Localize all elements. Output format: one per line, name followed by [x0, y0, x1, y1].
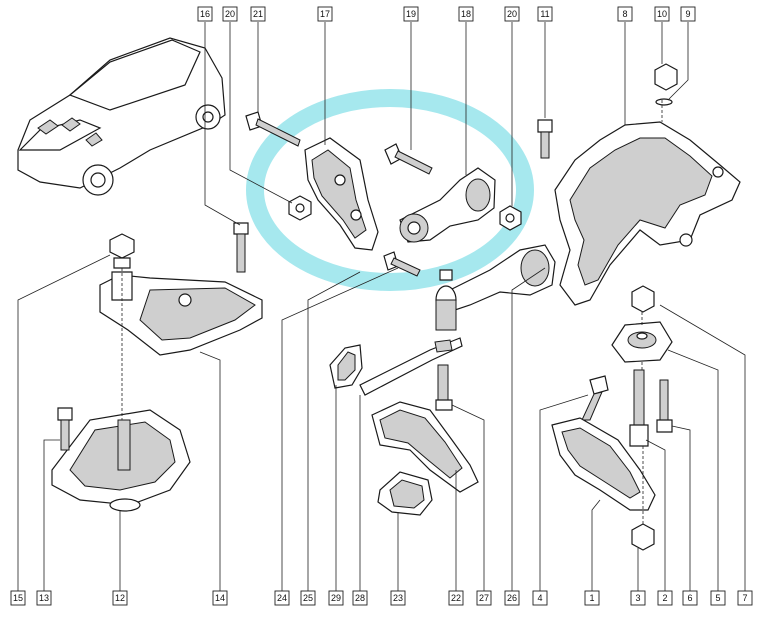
car-illustration: [17, 37, 226, 196]
callout-lbl-7: 7: [737, 590, 753, 606]
callout-lbl-4: 4: [532, 590, 548, 606]
part-16-bolt: [233, 222, 249, 273]
callout-lbl-11: 11: [537, 6, 553, 22]
part-19-bolt: [384, 143, 433, 175]
callout-lbl-20a: 20: [222, 6, 238, 22]
callout-lbl-20b: 20: [504, 6, 520, 22]
callout-number: 17: [320, 9, 330, 19]
callout-number: 4: [537, 593, 542, 603]
part-9-washer: [655, 98, 673, 106]
part-18-torque-rod: [399, 167, 496, 243]
part-7-nut: [631, 285, 655, 313]
part-20-nut-right: [499, 205, 522, 231]
callout-number: 25: [303, 593, 313, 603]
callout-number: 28: [355, 593, 365, 603]
callout-lbl-28: 28: [352, 590, 368, 606]
callout-number: 7: [742, 593, 747, 603]
part-12-lower-mount: [51, 409, 191, 512]
part-21-bolt: [245, 111, 301, 147]
callout-number: 19: [406, 9, 416, 19]
callout-number: 11: [540, 9, 549, 19]
highlight-ring: [246, 89, 534, 291]
part-13-bolt: [57, 407, 73, 451]
part-27-bolt: [435, 364, 453, 411]
callout-lbl-17: 17: [317, 6, 333, 22]
callout-lbl-13: 13: [36, 590, 52, 606]
callout-number: 5: [715, 593, 720, 603]
callout-lbl-19: 19: [403, 6, 419, 22]
callout-number: 3: [635, 593, 640, 603]
part-3-nut: [631, 523, 655, 551]
lower-bolt-24: [383, 251, 421, 277]
part-15-nut: [109, 233, 135, 269]
callout-number: 10: [657, 9, 667, 19]
callout-number: 14: [215, 593, 225, 603]
callout-lbl-15: 15: [10, 590, 26, 606]
callout-lbl-10: 10: [654, 6, 670, 22]
callout-number: 20: [225, 9, 235, 19]
callout-number: 2: [662, 593, 667, 603]
callout-number: 16: [200, 9, 210, 19]
callout-number: 12: [115, 593, 125, 603]
callout-lbl-16: 16: [197, 6, 213, 22]
callout-number: 24: [277, 593, 287, 603]
callout-number: 8: [622, 9, 627, 19]
callout-number: 29: [331, 593, 341, 603]
callout-lbl-3: 3: [630, 590, 646, 606]
callout-lbl-25: 25: [300, 590, 316, 606]
part-26-lower-link: [435, 244, 556, 331]
callout-number: 22: [451, 593, 461, 603]
callout-lbl-6: 6: [682, 590, 698, 606]
callout-lbl-23: 23: [390, 590, 406, 606]
part-1-lower-right-mount: [551, 417, 656, 511]
callout-lbl-18: 18: [458, 6, 474, 22]
callout-lbl-8: 8: [617, 6, 633, 22]
part-20-nut-left: [288, 195, 312, 221]
callout-lbl-21: 21: [250, 6, 266, 22]
part-29-bracket: [329, 344, 363, 389]
callout-number: 23: [393, 593, 403, 603]
callout-lbl-12: 12: [112, 590, 128, 606]
part-14-left-bracket: [99, 271, 263, 356]
part-4-bolt: [581, 375, 609, 421]
part-6-bolt: [656, 379, 673, 433]
callout-lbl-1: 1: [584, 590, 600, 606]
callout-number: 26: [507, 593, 517, 603]
leader-lines: [17, 22, 746, 592]
callout-lbl-24: 24: [274, 590, 290, 606]
callout-number: 6: [687, 593, 692, 603]
callout-lbl-5: 5: [710, 590, 726, 606]
top-label-row: 16 20 21 17 19 18 20 11 8 10 9: [197, 6, 696, 22]
callout-number: 21: [253, 9, 263, 19]
callout-number: 20: [507, 9, 517, 19]
part-17-bracket: [304, 137, 379, 251]
part-22-center-mount: [371, 401, 479, 493]
callout-lbl-14: 14: [212, 590, 228, 606]
callout-lbl-27: 27: [476, 590, 492, 606]
callout-number: 15: [13, 593, 23, 603]
part-11-bolt: [537, 119, 553, 159]
callout-lbl-2: 2: [657, 590, 673, 606]
callout-lbl-29: 29: [328, 590, 344, 606]
callout-number: 9: [685, 9, 690, 19]
callout-number: 27: [479, 593, 489, 603]
callout-lbl-26: 26: [504, 590, 520, 606]
callout-lbl-22: 22: [448, 590, 464, 606]
callout-lbl-9: 9: [680, 6, 696, 22]
callout-number: 18: [461, 9, 471, 19]
part-23-small-mount: [377, 471, 433, 516]
part-10-nut: [654, 63, 678, 91]
part-5-rubber-mount: [611, 321, 673, 363]
callout-number: 13: [39, 593, 49, 603]
part-2-stud: [629, 369, 649, 447]
part-8-main-bracket: [554, 121, 741, 306]
callout-number: 1: [589, 593, 594, 603]
part-28-rod: [359, 337, 463, 396]
